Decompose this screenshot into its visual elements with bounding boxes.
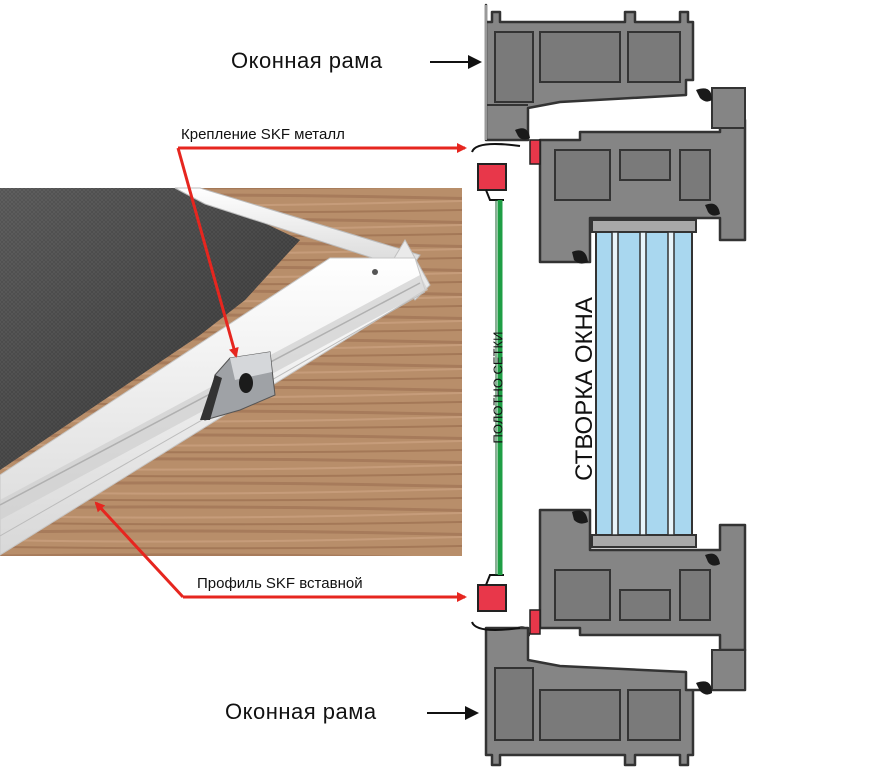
arrow-profile-to-photo [94,501,185,599]
skf-profile-bottom [477,584,507,612]
window-cross-section [471,3,747,767]
label-net-canvas: ПОЛОТНО СЕТКИ [490,331,506,444]
label-skf-profile: Профиль SKF вставной [197,575,363,592]
top-frame-profile [484,3,695,142]
skf-profile-top [477,163,507,191]
label-window-sash: СТВОРКА ОКНА [571,297,598,481]
bottom-sash-profile [515,508,747,652]
label-skf-mount: Крепление SKF металл [181,126,345,143]
top-sash-profile [515,87,747,264]
arrow-mount-to-photo [176,147,239,358]
glass-unit [591,219,697,548]
label-frame-top: Оконная рама [231,48,383,73]
product-photo [0,187,462,556]
label-frame-bottom: Оконная рама [225,699,377,724]
skf-net-assembly [471,139,541,635]
callout-arrows [94,55,482,720]
bottom-frame-profile [484,626,747,767]
skf-metal-clip [200,351,276,421]
